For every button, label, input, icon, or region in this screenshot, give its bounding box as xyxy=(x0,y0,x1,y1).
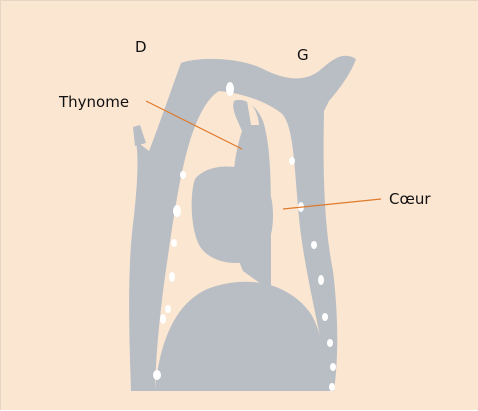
heart-label: Cœur xyxy=(389,192,431,207)
thymoma-label: Thynome xyxy=(59,95,129,110)
right-side-label: D xyxy=(135,40,147,55)
nodule-6 xyxy=(165,305,171,313)
nodule-7 xyxy=(160,314,166,324)
nodule-9 xyxy=(289,157,295,165)
left-side-label: G xyxy=(297,48,309,63)
upper-left-structure xyxy=(133,125,146,146)
nodule-8 xyxy=(153,370,161,380)
nodule-16 xyxy=(329,383,335,391)
nodule-15 xyxy=(330,363,336,371)
nodule-3 xyxy=(173,205,181,217)
nodule-2 xyxy=(180,171,186,179)
nodule-14 xyxy=(327,339,333,347)
nodule-4 xyxy=(171,239,177,247)
nodule-12 xyxy=(318,275,324,285)
nodule-5 xyxy=(169,272,175,282)
heart-shape xyxy=(192,167,273,263)
nodule-11 xyxy=(311,241,317,249)
nodule-1 xyxy=(226,82,234,96)
nodule-13 xyxy=(322,313,328,321)
